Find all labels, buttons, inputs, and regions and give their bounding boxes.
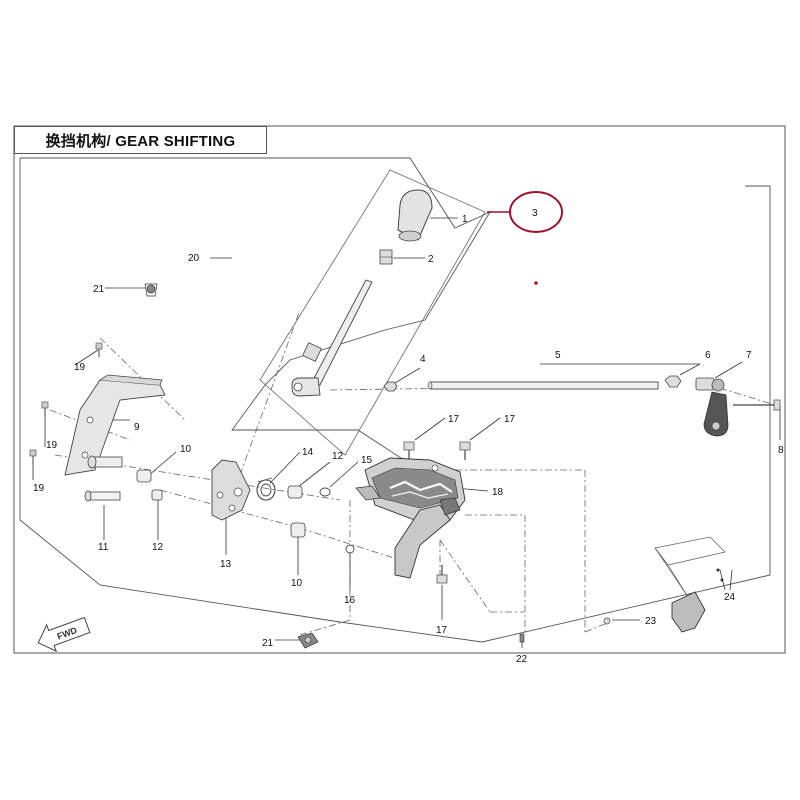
washer-part-15 <box>319 487 331 497</box>
callout-23: 23 <box>645 616 657 627</box>
shift-knob-part <box>397 189 433 242</box>
highlight-dot <box>534 281 538 285</box>
callout-21-lower: 21 <box>262 638 274 649</box>
callout-12-right: 12 <box>332 451 344 462</box>
bushing-parts-10 <box>136 469 306 538</box>
pin-part-11 <box>84 490 121 502</box>
clip-part-21-lower <box>297 632 319 649</box>
page-title: 换挡机构/ GEAR SHIFTING <box>45 132 236 150</box>
cover-part-24 <box>654 536 726 633</box>
ball-joint-arm-part <box>695 377 729 437</box>
callout-22: 22 <box>516 654 528 665</box>
title-box: 换挡机构/ GEAR SHIFTING <box>14 126 267 154</box>
callout-11: 11 <box>98 542 109 553</box>
assembly-outline-lower <box>19 158 771 643</box>
callout-7: 7 <box>746 350 752 361</box>
shift-rod-part <box>427 381 659 390</box>
lever-nut-part <box>379 249 393 265</box>
mount-bracket-part <box>64 374 166 476</box>
assembly-outline-20 <box>20 157 492 461</box>
callout-19-top: 19 <box>74 362 86 373</box>
callout-5: 5 <box>555 350 561 361</box>
lever-rod-part <box>291 279 373 397</box>
shift-gate-part <box>355 457 466 579</box>
pivot-shaft-part <box>87 455 123 469</box>
callout-17-left: 17 <box>448 414 460 425</box>
callout-4: 4 <box>420 354 426 365</box>
callout-24: 24 <box>724 592 736 603</box>
callout-17-lower: 17 <box>436 625 448 636</box>
callout-14: 14 <box>302 447 314 458</box>
callout-3: 3 <box>532 208 538 219</box>
callout-19-bottom: 19 <box>33 483 45 494</box>
nut-part-6 <box>664 375 682 388</box>
link-bracket-part <box>211 459 251 521</box>
clip-part-21-upper <box>144 283 158 297</box>
nut-part-23 <box>603 617 611 625</box>
callout-2: 2 <box>428 254 434 265</box>
callout-16: 16 <box>344 595 356 606</box>
callout-12-left: 12 <box>152 542 164 553</box>
callout-18: 18 <box>492 487 504 498</box>
pin-part-22 <box>519 633 525 643</box>
callout-8: 8 <box>778 445 784 456</box>
solid-leaders <box>32 211 781 648</box>
washer-part-16 <box>345 544 355 554</box>
fwd-arrow-icon: FWD <box>37 616 91 653</box>
bolt-part-8 <box>733 399 781 411</box>
callout-labels: 1 2 3 4 5 6 7 8 9 10 10 11 12 12 13 14 1… <box>33 208 784 665</box>
bolt-parts-17 <box>403 441 471 584</box>
callout-6: 6 <box>705 350 711 361</box>
callout-19-middle: 19 <box>46 440 58 451</box>
callout-15: 15 <box>361 455 373 466</box>
outer-frame <box>13 125 786 654</box>
spring-part-14 <box>256 477 276 501</box>
callout-9: 9 <box>134 422 140 433</box>
lever-subassembly-box <box>259 169 486 456</box>
callout-20: 20 <box>188 253 200 264</box>
callout-10-lower: 10 <box>291 578 303 589</box>
callout-21-upper: 21 <box>93 284 105 295</box>
washer-parts-12 <box>151 485 303 501</box>
nut-part-4 <box>383 381 398 392</box>
callout-1: 1 <box>462 214 468 225</box>
callout-10-upper: 10 <box>180 444 192 455</box>
callout-13: 13 <box>220 559 232 570</box>
callout-17-right: 17 <box>504 414 516 425</box>
screw-parts-19 <box>29 342 103 464</box>
